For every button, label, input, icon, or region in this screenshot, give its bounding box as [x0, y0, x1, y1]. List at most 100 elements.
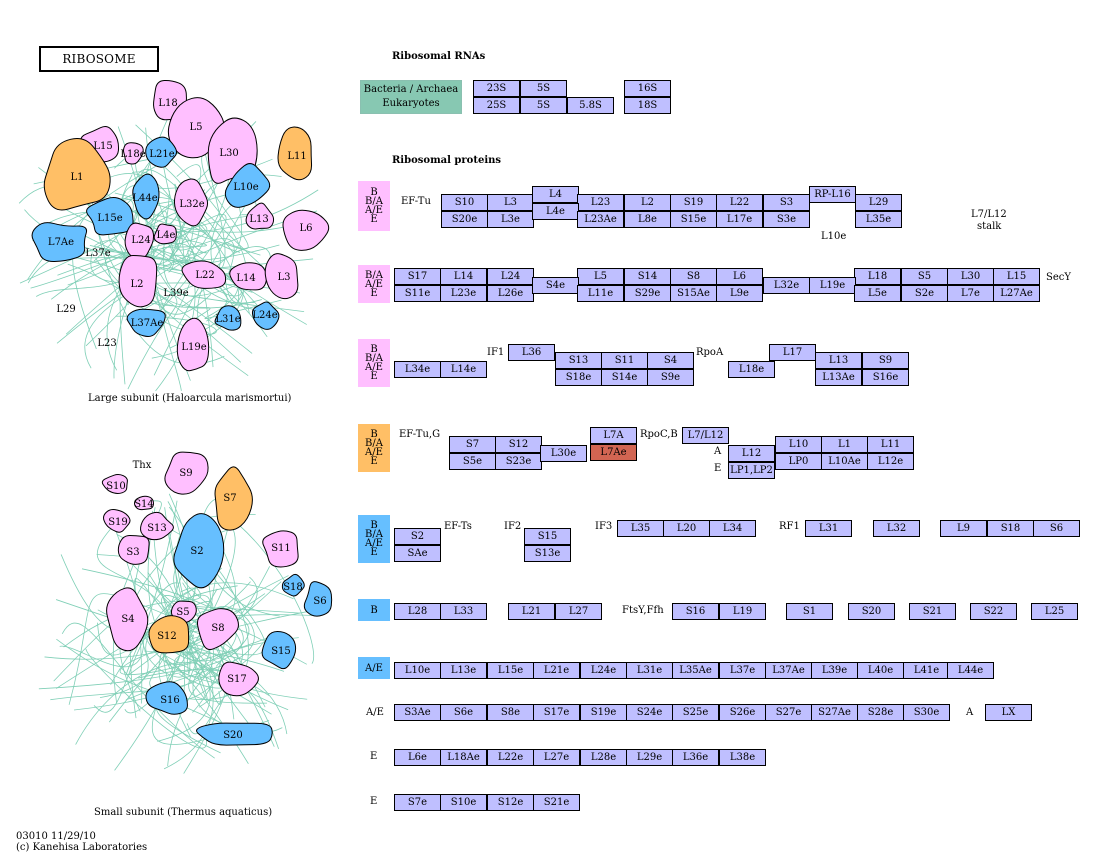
protein-l13ae-57[interactable]: L13Ae	[815, 369, 862, 386]
protein-l31-80[interactable]: L31	[805, 520, 852, 537]
protein-rp-l16-8[interactable]: RP-L16	[809, 186, 856, 203]
protein-l12-70[interactable]: L12	[728, 445, 775, 462]
rrna-16s-2[interactable]: 16S	[624, 80, 671, 97]
protein-s11e-30[interactable]: S11e	[394, 285, 441, 302]
protein-s10-0[interactable]: S10	[441, 194, 488, 211]
protein-l36e-130[interactable]: L36e	[672, 749, 719, 766]
protein-s9e-55[interactable]: S9e	[647, 369, 694, 386]
protein-l20-78[interactable]: L20	[663, 520, 710, 537]
protein-l18e-56[interactable]: L18e	[728, 361, 775, 378]
protein-l4-2[interactable]: L4	[532, 186, 579, 203]
protein-l7a-61[interactable]: L7A	[590, 427, 637, 444]
protein-l32-81[interactable]: L32	[873, 520, 920, 537]
protein-s15e-15[interactable]: S15e	[670, 211, 717, 228]
protein-l23e-31[interactable]: L23e	[440, 285, 487, 302]
protein-l29-9[interactable]: L29	[855, 194, 902, 211]
protein-s3ae-111[interactable]: S3Ae	[394, 704, 441, 721]
protein-l13e-99[interactable]: L13e	[440, 662, 487, 679]
protein-l10ae-72[interactable]: L10Ae	[821, 453, 868, 470]
protein-l12e-73[interactable]: L12e	[867, 453, 914, 470]
protein-s15-76[interactable]: S15	[524, 528, 571, 545]
protein-l6-25[interactable]: L6	[716, 268, 763, 285]
protein-l9-82[interactable]: L9	[940, 520, 987, 537]
protein-l26e-32[interactable]: L26e	[487, 285, 534, 302]
protein-s26e-118[interactable]: S26e	[719, 704, 766, 721]
protein-s27e-119[interactable]: S27e	[765, 704, 812, 721]
protein-l28-87[interactable]: L28	[394, 603, 441, 620]
protein-l5e-40[interactable]: L5e	[854, 285, 901, 302]
protein-l18ae-125[interactable]: L18Ae	[440, 749, 487, 766]
protein-l27-90[interactable]: L27	[555, 603, 602, 620]
protein-l30e-68[interactable]: L30e	[540, 445, 587, 462]
protein-s16e-58[interactable]: S16e	[862, 369, 909, 386]
protein-s8e-113[interactable]: S8e	[487, 704, 534, 721]
protein-l25-97[interactable]: L25	[1031, 603, 1078, 620]
protein-l35e-18[interactable]: L35e	[855, 211, 902, 228]
rrna-5s-1[interactable]: 5S	[520, 80, 567, 97]
protein-l8e-14[interactable]: L8e	[624, 211, 671, 228]
protein-s12e-134[interactable]: S12e	[487, 794, 534, 811]
protein-s20e-10[interactable]: S20e	[441, 211, 488, 228]
protein-l14-20[interactable]: L14	[440, 268, 487, 285]
protein-s7-59[interactable]: S7	[449, 436, 496, 453]
protein-s8-24[interactable]: S8	[670, 268, 717, 285]
rrna-23s-0[interactable]: 23S	[473, 80, 520, 97]
protein-l23-3[interactable]: L23	[577, 194, 624, 211]
protein-l41e-109[interactable]: L41e	[903, 662, 950, 679]
protein-lx-123[interactable]: LX	[985, 704, 1032, 721]
protein-s18e-53[interactable]: S18e	[555, 369, 602, 386]
protein-s6e-112[interactable]: S6e	[440, 704, 487, 721]
protein-lp1-lp2-74[interactable]: LP1,LP2	[728, 462, 775, 479]
protein-l9e-37[interactable]: L9e	[716, 285, 763, 302]
protein-l23ae-13[interactable]: L23Ae	[577, 211, 624, 228]
protein-s2-75[interactable]: S2	[394, 528, 441, 545]
protein-s13e-86[interactable]: S13e	[524, 545, 571, 562]
protein-l19e-39[interactable]: L19e	[809, 277, 856, 294]
protein-s4-48[interactable]: S4	[647, 352, 694, 369]
protein-s11-47[interactable]: S11	[601, 352, 648, 369]
protein-l40e-108[interactable]: L40e	[857, 662, 904, 679]
protein-l21-89[interactable]: L21	[508, 603, 555, 620]
protein-s19-5[interactable]: S19	[670, 194, 717, 211]
rrna-5-8s-5[interactable]: 5.8S	[567, 97, 614, 114]
protein-s16-91[interactable]: S16	[672, 603, 719, 620]
protein-l24e-102[interactable]: L24e	[580, 662, 627, 679]
protein-l22e-126[interactable]: L22e	[487, 749, 534, 766]
protein-l37ae-106[interactable]: L37Ae	[765, 662, 812, 679]
protein-s20-94[interactable]: S20	[848, 603, 895, 620]
protein-l24-21[interactable]: L24	[487, 268, 534, 285]
protein-s18-83[interactable]: S18	[987, 520, 1034, 537]
protein-s21-95[interactable]: S21	[909, 603, 956, 620]
protein-s4e-33[interactable]: S4e	[532, 277, 579, 294]
protein-l3e-11[interactable]: L3e	[487, 211, 534, 228]
protein-l11-65[interactable]: L11	[867, 436, 914, 453]
protein-l37e-105[interactable]: L37e	[719, 662, 766, 679]
protein-l2-4[interactable]: L2	[624, 194, 671, 211]
protein-s27ae-120[interactable]: S27Ae	[811, 704, 858, 721]
protein-l44e-110[interactable]: L44e	[947, 662, 994, 679]
protein-l30-28[interactable]: L30	[947, 268, 994, 285]
protein-l27ae-43[interactable]: L27Ae	[993, 285, 1040, 302]
protein-l29e-129[interactable]: L29e	[626, 749, 673, 766]
protein-l33-88[interactable]: L33	[440, 603, 487, 620]
protein-l3-1[interactable]: L3	[487, 194, 534, 211]
protein-l36-44[interactable]: L36	[508, 344, 555, 361]
protein-l14e-52[interactable]: L14e	[440, 361, 487, 378]
protein-s28e-121[interactable]: S28e	[857, 704, 904, 721]
protein-lp0-71[interactable]: LP0	[775, 453, 822, 470]
protein-s19e-115[interactable]: S19e	[580, 704, 627, 721]
protein-s15ae-36[interactable]: S15Ae	[670, 285, 717, 302]
protein-l7-l12-62[interactable]: L7/L12	[682, 427, 729, 444]
protein-l7e-42[interactable]: L7e	[947, 285, 994, 302]
protein-s17-19[interactable]: S17	[394, 268, 441, 285]
protein-s5-27[interactable]: S5	[901, 268, 948, 285]
protein-l4e-12[interactable]: L4e	[532, 203, 579, 220]
protein-s29e-35[interactable]: S29e	[624, 285, 671, 302]
protein-s3-7[interactable]: S3	[763, 194, 810, 211]
protein-s25e-117[interactable]: S25e	[672, 704, 719, 721]
protein-l7ae-69[interactable]: L7Ae	[590, 444, 637, 461]
rrna-25s-3[interactable]: 25S	[473, 97, 520, 114]
protein-l35-77[interactable]: L35	[617, 520, 664, 537]
protein-l19-92[interactable]: L19	[719, 603, 766, 620]
protein-l18-26[interactable]: L18	[854, 268, 901, 285]
